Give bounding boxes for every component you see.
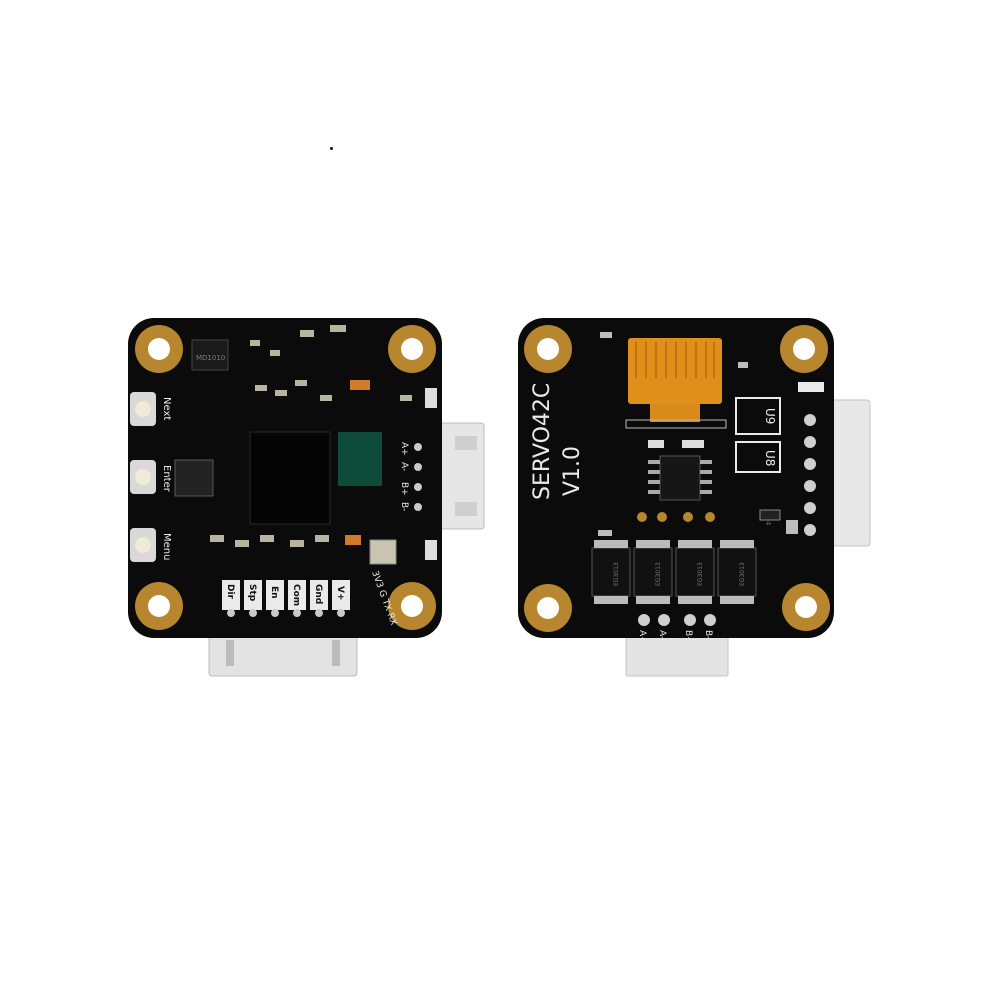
motor-label-b-minus: B- <box>399 502 409 511</box>
oled-outline <box>625 419 727 429</box>
driver-marking-1: EG3013 <box>613 562 620 586</box>
u9-label: U9 <box>763 408 777 424</box>
u8-footprint <box>735 441 781 473</box>
right-motor-label-b-plus: B+ <box>683 630 693 644</box>
mounting-holes <box>135 325 436 630</box>
pin-label-gnd: Gnd <box>313 584 323 604</box>
pin-header <box>804 414 816 536</box>
right-side-connector <box>831 399 871 547</box>
pin-label-com: Com <box>291 584 301 606</box>
pin-label-dir: Dir <box>225 584 235 600</box>
qfn-chip <box>174 459 214 497</box>
right-motor-label-b-minus: B- <box>703 630 713 639</box>
right-motor-label-a-plus: A+ <box>637 630 647 644</box>
pin-label-en: En <box>269 586 279 599</box>
smd-components <box>210 325 437 560</box>
button-label-next: Next <box>161 397 172 420</box>
pin-label-vplus: V+ <box>335 586 345 601</box>
driver-marking-2: EG3013 <box>655 562 662 586</box>
connector-pads <box>227 443 422 617</box>
u9-footprint <box>735 397 781 435</box>
u8-label: U8 <box>763 450 777 466</box>
speck <box>330 147 333 150</box>
button-label-enter: Enter <box>161 465 172 493</box>
motor-label-a-minus: A- <box>399 462 409 471</box>
board-title: SERVO42C <box>530 383 555 500</box>
driver-marking-3: EG3013 <box>697 562 704 586</box>
bottom-connector-slot <box>226 640 234 666</box>
motor-pads <box>638 614 716 626</box>
motor-label-b-plus: B+ <box>399 482 409 496</box>
pin-labels <box>222 580 350 610</box>
driver-marking-4: EG3013 <box>739 562 746 586</box>
green-module <box>338 432 382 486</box>
pin-label-stp: Stp <box>247 584 257 602</box>
flex-traces <box>635 342 715 378</box>
motor-label-a-plus: A+ <box>399 442 409 456</box>
right-motor-label-a-minus: A- <box>657 630 667 639</box>
capacitor-block <box>249 431 331 525</box>
oled-flex-cable <box>628 338 722 404</box>
chip-marking: MD1010 <box>196 354 225 362</box>
right-mounting-holes <box>524 325 830 632</box>
tactile-buttons <box>130 392 156 562</box>
crystal <box>369 539 397 565</box>
soic-chip <box>659 455 701 501</box>
button-label-menu: Menu <box>161 533 172 560</box>
driver-chips <box>591 540 757 604</box>
board-version: V1.0 <box>560 446 585 496</box>
sot-chip <box>191 339 229 371</box>
